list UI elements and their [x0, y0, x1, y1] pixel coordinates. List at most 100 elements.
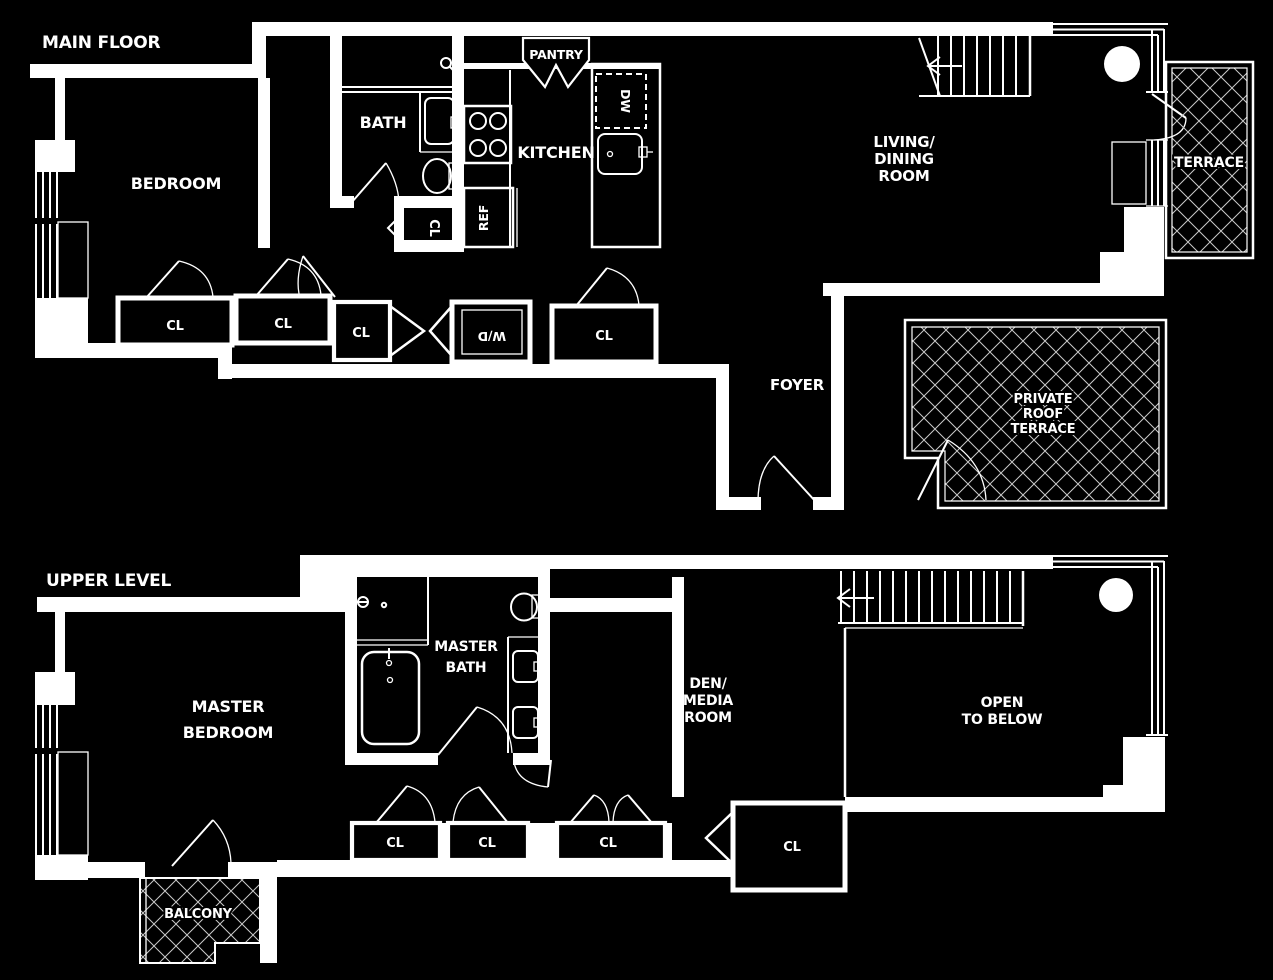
living-label-1: LIVING/ [873, 133, 935, 151]
toilet-icon [422, 158, 461, 194]
closet-4-door-icon [575, 267, 640, 307]
open-label-2: TO BELOW [962, 712, 1043, 728]
shower [357, 577, 429, 646]
corner-window-icon [1046, 23, 1168, 93]
dishwasher-label: DW [618, 89, 633, 113]
den-media-room: DEN/ MEDIA ROOM [683, 676, 734, 726]
upper-closet-4-bifold-door-icon [704, 811, 734, 865]
balcony: BALCONY [139, 877, 261, 964]
bath-sink-icon [419, 92, 460, 153]
refrigerator: REF [462, 186, 518, 249]
upper-closet-1 [349, 820, 443, 863]
master-bedroom: MASTER BEDROOM [35, 697, 273, 867]
bath-door-icon [351, 162, 400, 203]
dishwasher [595, 73, 647, 129]
closet-4 [549, 303, 659, 365]
kitchen-island: DW [590, 62, 662, 249]
foyer-label: FOYER [770, 376, 825, 394]
balcony-door-icon [171, 819, 232, 867]
closet-2 [233, 293, 333, 346]
bath-closet: CL [386, 213, 441, 243]
balcony-label: BALCONY [164, 907, 233, 922]
master-bedroom-window-icon [35, 705, 58, 855]
open-label-1: OPEN [981, 695, 1024, 711]
pantry: PANTRY [521, 36, 591, 90]
den-label-2: MEDIA [683, 693, 734, 709]
washer-dryer-label: W/D [478, 329, 506, 344]
bath-closet-door-icon [386, 213, 403, 243]
terrace-label: TERRACE [1174, 155, 1244, 171]
main-floor: MAIN FLOOR [30, 22, 1255, 510]
upper-level-title: UPPER LEVEL [46, 571, 172, 591]
shower-head-icon [357, 596, 388, 609]
bathtub-icon [360, 648, 421, 746]
open-to-below: OPEN TO BELOW [836, 555, 1168, 797]
bath: BATH CL [342, 57, 464, 243]
upper-closet-3-label: CL [599, 836, 616, 851]
side-window-icon [1111, 139, 1168, 207]
terrace: TERRACE [1164, 60, 1255, 260]
master-bedroom-label-1: MASTER [192, 697, 265, 716]
closet-3-label: CL [352, 326, 369, 341]
stairs-upper [836, 571, 1025, 629]
toilet-icon-upper [510, 592, 541, 622]
master-bedroom-label-2: BEDROOM [183, 723, 273, 742]
closet-2-label: CL [274, 317, 291, 332]
upper-closet-3 [554, 820, 668, 863]
main-floor-title: MAIN FLOOR [42, 33, 160, 53]
living-dining-room: LIVING/ DINING ROOM [873, 23, 1187, 207]
upper-level: UPPER LEVEL [35, 555, 1168, 964]
upper-closet-1-door-icon [375, 785, 436, 824]
balcony-hatch [139, 877, 261, 964]
shower-head-icon [440, 57, 460, 77]
upper-closet-2-door-icon [452, 786, 509, 824]
kitchen: KITCHEN REF DW [462, 36, 662, 249]
living-label-3: ROOM [878, 167, 929, 185]
closet-1-label: CL [166, 319, 183, 334]
planter [1111, 141, 1147, 205]
upper-closet-1-label: CL [386, 836, 403, 851]
upper-level-walls [35, 555, 1165, 963]
column-icon [1104, 46, 1140, 82]
upper-closet-2-label: CL [478, 836, 495, 851]
stairs-main [918, 36, 1032, 97]
upper-closets: CL CL CL CL [349, 759, 848, 893]
closet-1-door-icon [145, 260, 214, 299]
den-label-3: ROOM [684, 710, 732, 726]
master-bath-label-1: MASTER [434, 639, 498, 655]
closet-3-bifold-door-icon [389, 304, 427, 358]
living-label-2: DINING [874, 150, 934, 168]
washer-dryer-bifold-door-icon [428, 305, 453, 357]
den-label-1: DEN/ [689, 676, 727, 692]
hall-door-icon [513, 759, 552, 788]
stairs-up-arrow-icon [836, 588, 874, 608]
kitchen-sink-icon [597, 133, 653, 175]
stove-icon [462, 104, 513, 165]
bedroom-shaft [57, 221, 89, 299]
master-bath: MASTER BATH [357, 577, 542, 756]
pantry-banner [521, 36, 591, 90]
master-bedroom-shaft [57, 751, 89, 856]
washer-dryer: W/D [428, 299, 533, 365]
closet-4-label: CL [595, 329, 612, 344]
vanity-sink-icon-1 [512, 650, 542, 683]
roof-terrace-label-2: ROOF [1023, 407, 1063, 422]
terrace-hatch [1171, 67, 1248, 253]
bedroom-window-icon [35, 172, 58, 298]
main-floor-walls [30, 22, 1164, 510]
corner-window-icon-upper [1050, 555, 1168, 736]
bedroom: BEDROOM [35, 172, 336, 299]
foyer: FOYER [757, 376, 825, 503]
roof-terrace-label-1: PRIVATE [1014, 392, 1073, 407]
vanity-sink-icon-2 [512, 706, 542, 739]
refrigerator-label: REF [476, 205, 491, 231]
master-bath-door-icon [437, 706, 513, 756]
upper-closet-3-doors-icon [569, 794, 653, 824]
main-closets: CL CL CL W/D CL [115, 258, 659, 365]
entry-door-icon [757, 455, 817, 503]
closet-3 [331, 299, 393, 363]
closet-2-door-icon [255, 258, 322, 297]
bedroom-label: BEDROOM [131, 174, 221, 193]
